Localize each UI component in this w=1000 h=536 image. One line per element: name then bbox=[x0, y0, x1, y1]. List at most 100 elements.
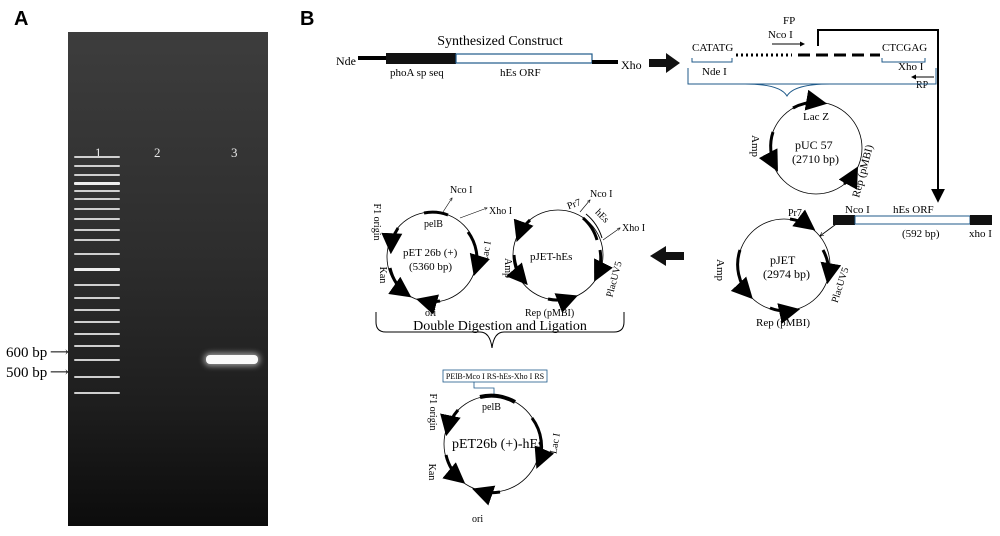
final-laci-label: Lac I bbox=[548, 432, 562, 454]
insert-xho-label: xho I bbox=[969, 228, 992, 240]
construct-nde-label: Nde bbox=[336, 54, 356, 68]
pjethes-nco-pointer bbox=[579, 200, 590, 213]
ladder-band bbox=[74, 253, 120, 255]
final-pelb-label: pelB bbox=[482, 402, 501, 413]
ladder-band bbox=[74, 297, 120, 299]
pjet-hes-plasmid bbox=[506, 209, 613, 313]
marker-500bp-arrow: ⟶ bbox=[50, 364, 69, 379]
pjethes-placuv5-label: PlacUV5 bbox=[605, 260, 625, 298]
lane-1-label: 1 bbox=[95, 145, 102, 160]
phoa-segment bbox=[386, 53, 456, 64]
ladder-band bbox=[74, 284, 120, 286]
insert-nco-label: Nco I bbox=[845, 204, 870, 216]
pjet-size: (2974 bp) bbox=[763, 267, 810, 281]
ladder-band bbox=[74, 165, 120, 167]
ladder-band bbox=[74, 321, 120, 323]
pet-xho-label: Xho I bbox=[489, 206, 512, 217]
construct-title: Synthesized Construct bbox=[437, 34, 563, 49]
pet-laci-label: Lac I bbox=[479, 240, 493, 262]
pjethes-rep-label: Rep (pMBI) bbox=[525, 308, 574, 319]
pet-name: pET 26b (+) bbox=[403, 247, 458, 259]
ladder-band bbox=[74, 239, 120, 241]
insert-nco-block bbox=[833, 215, 855, 225]
ladder-band bbox=[74, 229, 120, 231]
hes-orf-segment bbox=[455, 53, 593, 64]
pcr-flow-arrow bbox=[817, 29, 945, 203]
pet-pelb-label: pelB bbox=[424, 219, 443, 230]
xho-bracket bbox=[881, 58, 926, 63]
ladder-band bbox=[74, 376, 120, 378]
junction-box bbox=[442, 369, 548, 383]
lane-2-label: 2 bbox=[154, 145, 161, 160]
primer-nde-label: Nde I bbox=[702, 66, 727, 78]
agarose-gel-image: 1 2 3 bbox=[68, 32, 268, 526]
ladder-band bbox=[74, 182, 120, 185]
primer-xho-label: Xho I bbox=[898, 61, 924, 73]
ladder-band bbox=[74, 190, 120, 192]
insert-orf-block bbox=[854, 215, 971, 225]
panel-b-letter: B bbox=[300, 8, 315, 30]
puc-amp-label: Amp bbox=[749, 135, 761, 158]
ctc-seq: CTCGAG bbox=[882, 42, 927, 54]
pjethes-xho-label: Xho I bbox=[622, 223, 645, 234]
final-kan-label: Kan bbox=[426, 464, 437, 481]
pjethes-amp-label: Amp bbox=[502, 258, 513, 278]
puc57-size: (2710 bp) bbox=[792, 152, 839, 166]
pjet-plasmid bbox=[730, 209, 842, 324]
insert-xho-block bbox=[970, 215, 992, 225]
ladder-band bbox=[74, 218, 120, 220]
flow-arrow-right bbox=[649, 53, 680, 73]
junction-label: PElB-Mco I RS-hEs-Xho I RS bbox=[446, 372, 544, 381]
pet-nco-label: Nco I bbox=[450, 185, 473, 196]
final-f1-label: F1 origin bbox=[427, 394, 438, 431]
lane-3-label: 3 bbox=[231, 145, 238, 160]
puc-connector-brace bbox=[744, 83, 831, 97]
pet-kan-label: Kan bbox=[377, 267, 388, 284]
rp-label: RP bbox=[916, 80, 929, 91]
pjethes-pr7-label: Pr7 bbox=[566, 197, 583, 212]
primer-region-bracket bbox=[687, 68, 937, 85]
marker-500bp-label: 500 bp bbox=[6, 365, 48, 381]
ladder-band bbox=[74, 208, 120, 210]
fp-label: FP bbox=[783, 15, 795, 27]
panel-a-letter: A bbox=[14, 8, 29, 30]
ligation-brace bbox=[375, 312, 625, 349]
marker-600bp-arrow: ⟶ bbox=[50, 344, 69, 359]
puc-lacz-label: Lac Z bbox=[803, 111, 829, 123]
junction-connector bbox=[473, 382, 495, 396]
puc57-name: pUC 57 bbox=[795, 138, 833, 152]
ligation-label: Double Digestion and Ligation bbox=[413, 319, 587, 334]
pjet-rep-label: Rep (pMBI) bbox=[756, 317, 810, 329]
hes-orf-label: hEs ORF bbox=[500, 67, 541, 79]
phoa-label: phoA sp seq bbox=[390, 67, 444, 79]
ladder-band bbox=[74, 268, 120, 271]
ladder-band bbox=[74, 156, 120, 158]
construct-xho-label: Xho bbox=[621, 58, 642, 72]
pet-nco-pointer bbox=[442, 198, 452, 213]
pjet-amp-label: Amp bbox=[714, 259, 726, 282]
cat-seq: CATATG bbox=[692, 42, 733, 54]
marker-600bp-label: 600 bp bbox=[6, 345, 48, 361]
pjethes-name: pJET-hEs bbox=[530, 251, 572, 263]
ladder-band bbox=[74, 198, 120, 200]
pjet-pr7-label: Pr7 bbox=[788, 208, 802, 219]
ladder-band bbox=[74, 345, 120, 347]
pet-xho-pointer bbox=[459, 208, 487, 219]
ladder-band bbox=[74, 359, 120, 361]
puc57-plasmid bbox=[758, 89, 863, 195]
pet-size: (5360 bp) bbox=[409, 261, 452, 273]
ladder-band bbox=[74, 392, 120, 394]
pjethes-xho-pointer bbox=[602, 228, 620, 241]
pet-f1-label: F1 origin bbox=[371, 204, 382, 241]
pjethes-nco-label: Nco I bbox=[590, 189, 613, 200]
pet-ori-label: ori bbox=[425, 308, 436, 319]
primer-nco-label: Nco I bbox=[768, 29, 793, 41]
final-plasmid-name: pET26b (+)-hEs bbox=[452, 437, 544, 452]
final-ori-label: ori bbox=[472, 514, 483, 525]
insert-size: (592 bp) bbox=[902, 228, 940, 240]
ladder-band bbox=[74, 309, 120, 311]
final-plasmid bbox=[440, 393, 555, 506]
nde-bracket bbox=[691, 58, 733, 63]
insert-orf-label: hEs ORF bbox=[893, 204, 934, 216]
